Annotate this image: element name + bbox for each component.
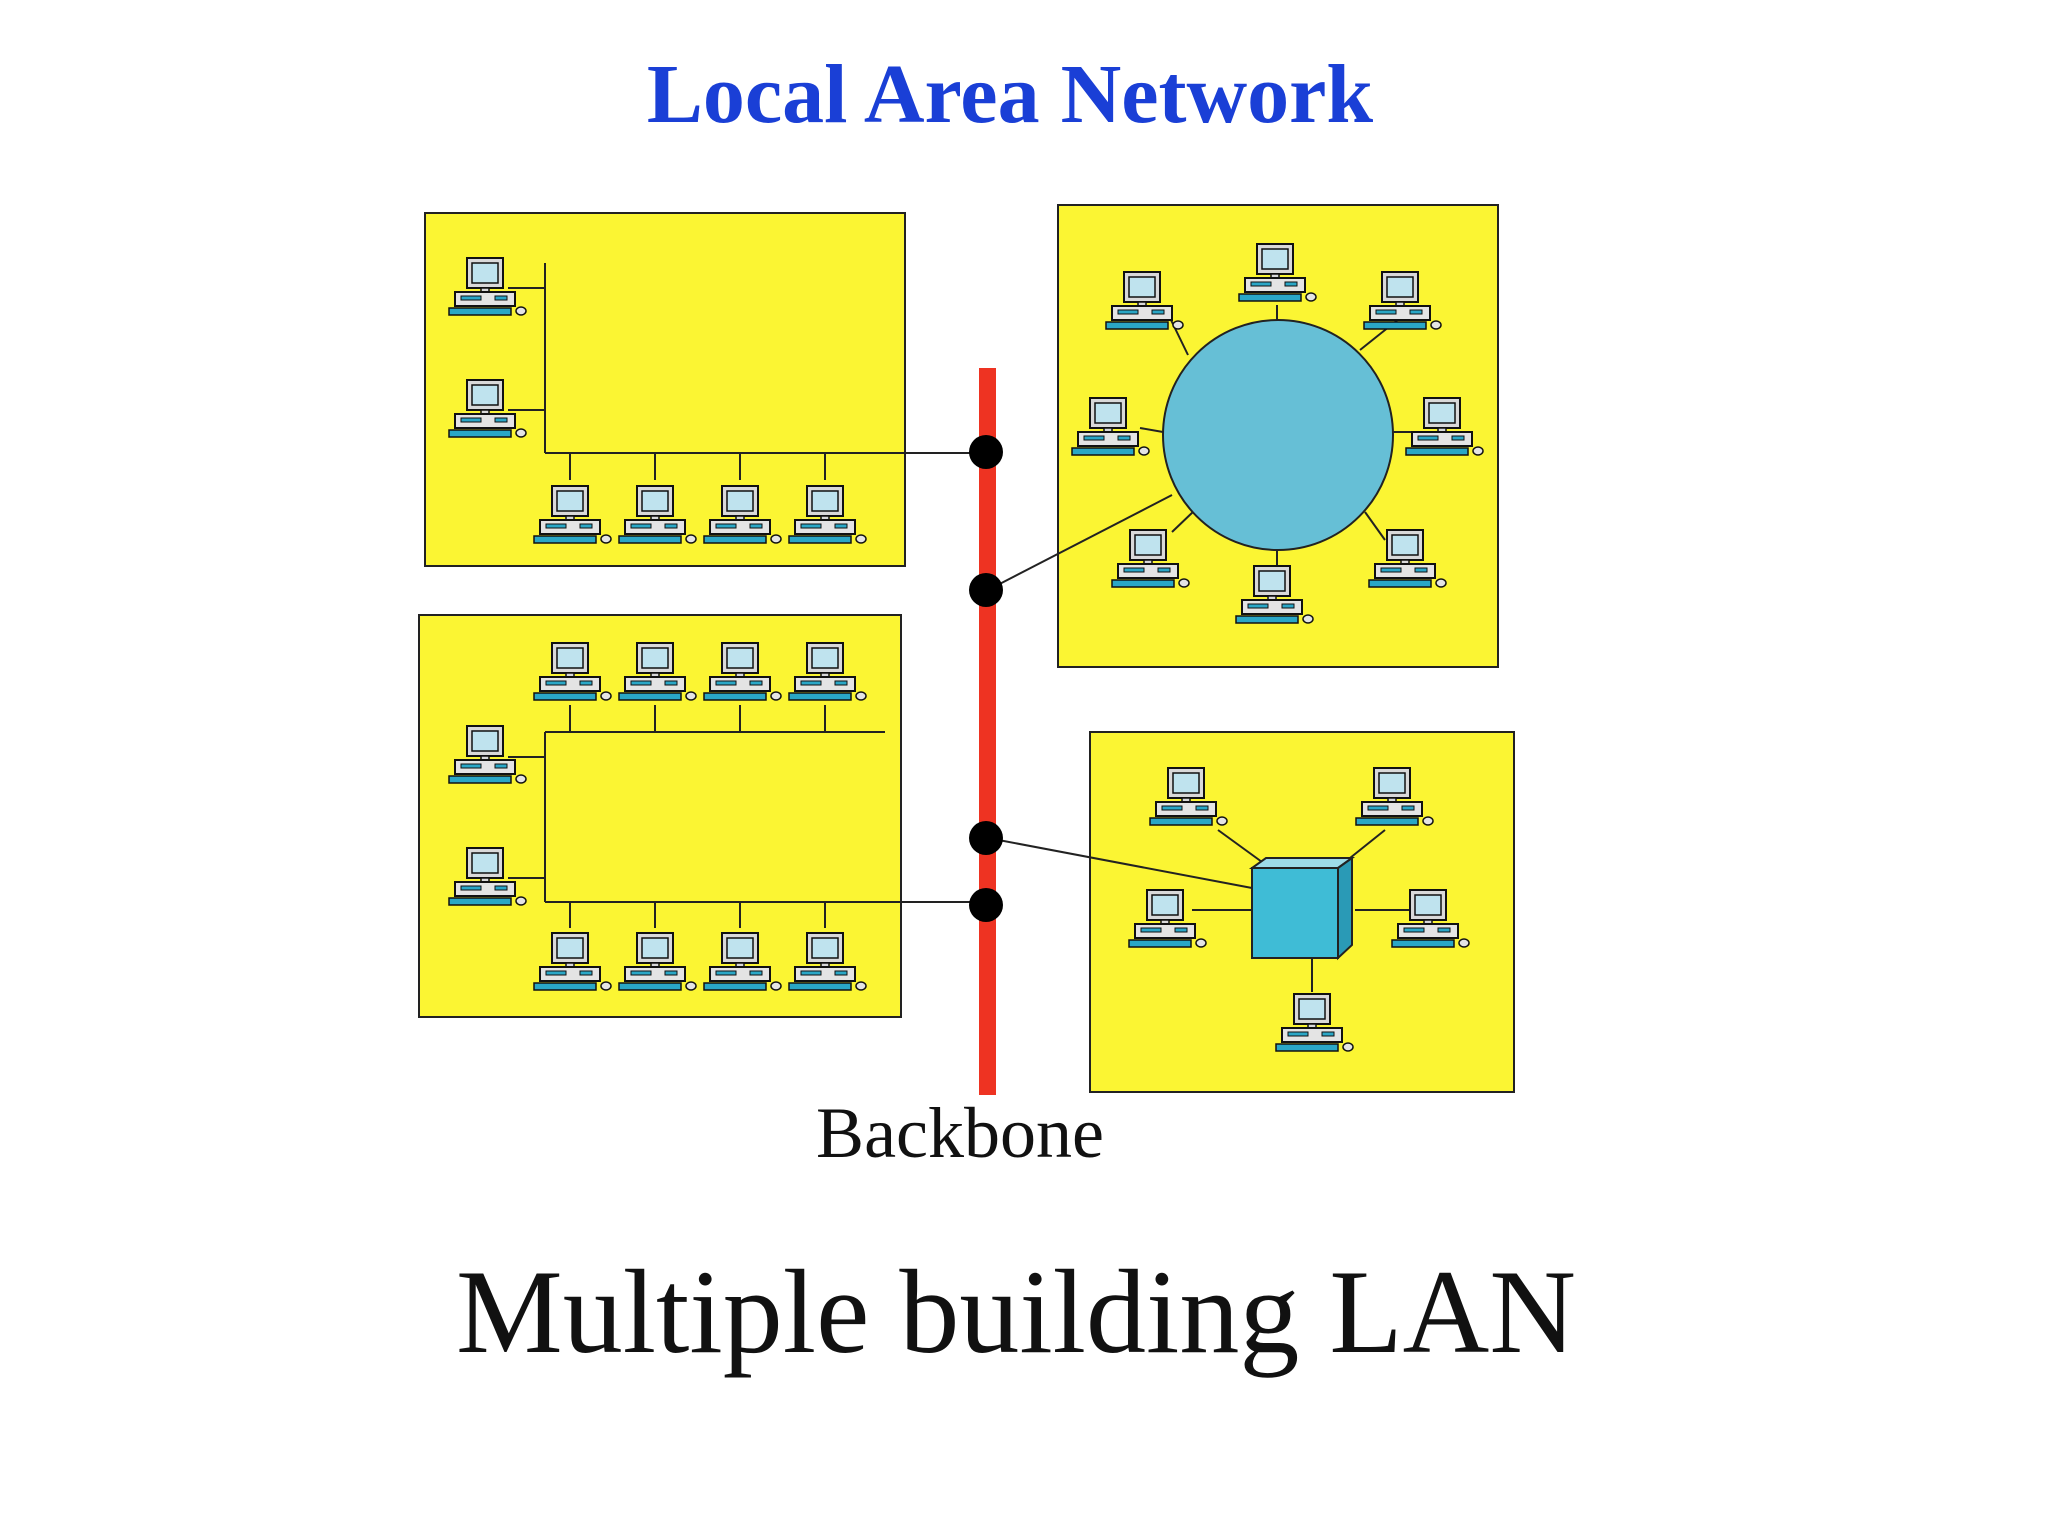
backbone [969, 368, 1003, 1095]
backbone-cable [979, 368, 996, 1095]
ring-network-icon [1162, 319, 1394, 551]
building-bottom-left [418, 614, 985, 1018]
backbone-junction [969, 573, 1003, 607]
building-top-left [424, 212, 985, 567]
caption: Multiple building LAN [456, 1245, 1576, 1378]
backbone-junction [969, 821, 1003, 855]
backbone-label: Backbone [816, 1093, 1104, 1173]
page-title: Local Area Network [647, 48, 1374, 141]
backbone-junction [969, 435, 1003, 469]
hub-cube-icon [1248, 856, 1356, 961]
building-top-right [987, 204, 1499, 668]
backbone-junction [969, 888, 1003, 922]
building-bottom-right [987, 731, 1515, 1093]
